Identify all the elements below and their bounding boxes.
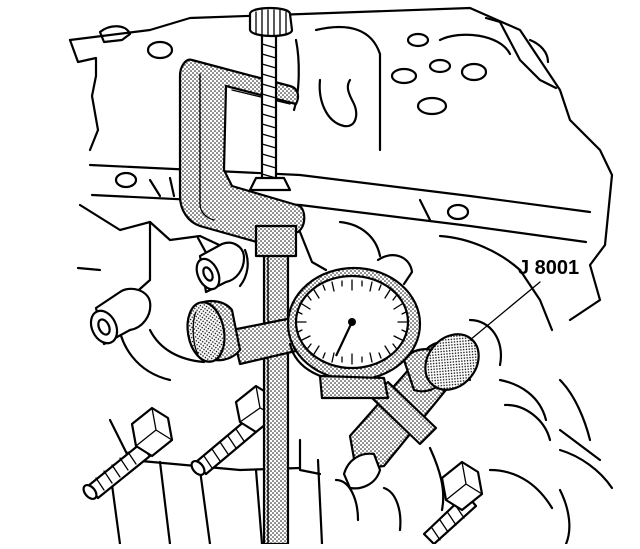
callout-label: J 8001 (518, 257, 579, 279)
dial-face (295, 279, 409, 365)
stud-left (82, 406, 174, 501)
callout: J 8001 (469, 257, 579, 341)
indicator-post (262, 212, 290, 546)
stud-right (422, 460, 484, 546)
engine-block (68, 6, 614, 546)
mounting-arm (338, 292, 480, 490)
c-clamp (178, 6, 306, 258)
dial-indicator (186, 266, 422, 400)
